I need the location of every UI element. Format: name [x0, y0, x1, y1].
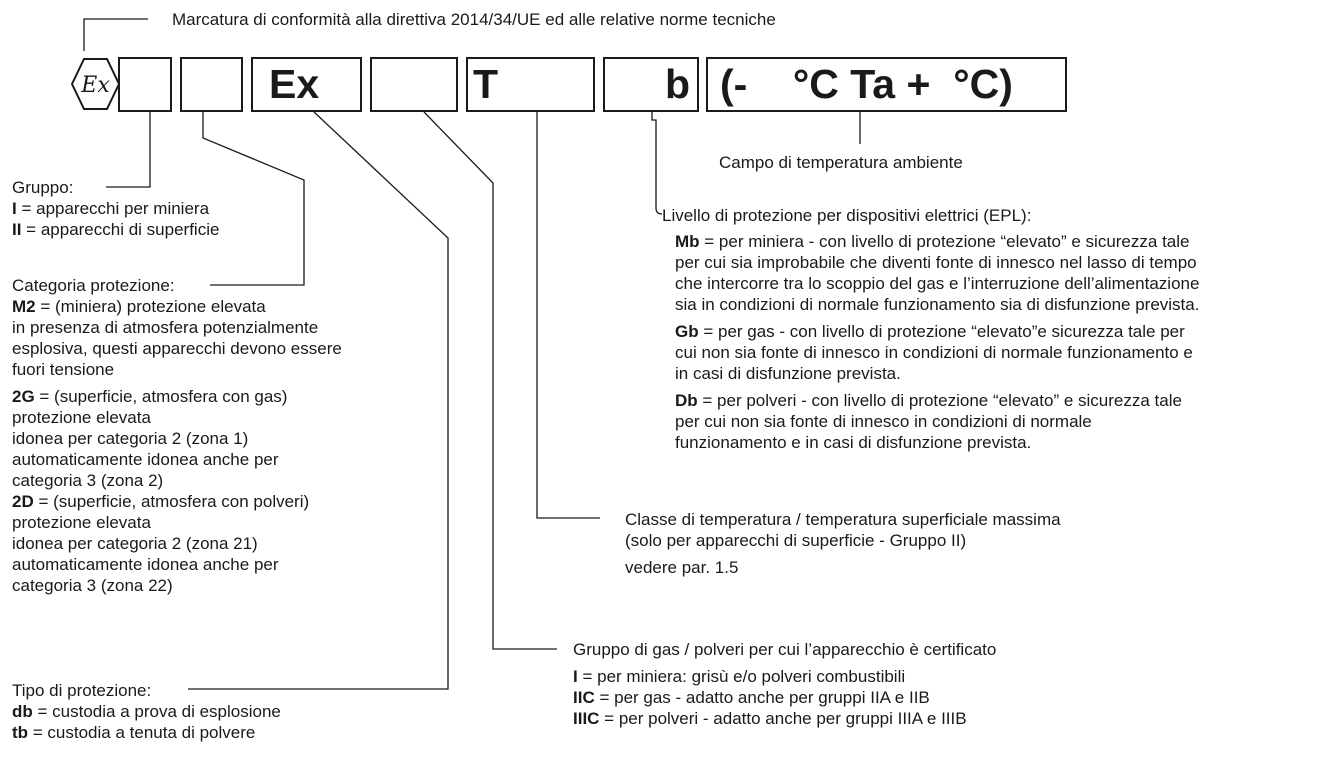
epl-line: funzionamento e in casi di disfunzione p…	[675, 433, 1032, 452]
marking-box-4	[370, 57, 458, 112]
epl-line: per cui non sia fonte di innesco in cond…	[675, 412, 1092, 431]
categoria-key: 2G	[12, 387, 35, 406]
categoria-line: esplosiva, questi apparecchi devono esse…	[12, 339, 342, 358]
categoria-text: = (superficie, atmosfera con gas)	[34, 387, 288, 406]
epl-line: per cui sia improbabile che diventi font…	[675, 253, 1197, 272]
gruppo-gas-key: IIC	[573, 688, 595, 707]
marking-box-t: T	[466, 57, 595, 112]
gruppo-text: = apparecchi per miniera	[16, 199, 210, 218]
marking-box-temp: (- °C Ta + °C)	[706, 57, 1067, 112]
categoria-text: = (miniera) protezione elevata	[35, 297, 266, 316]
categoria-line: categoria 3 (zona 22)	[12, 576, 173, 595]
classe-line: (solo per apparecchi di superficie - Gru…	[625, 531, 967, 550]
classe-ref: vedere par. 1.5	[625, 558, 739, 577]
epl-key: Mb	[675, 232, 700, 251]
categoria-line: categoria 3 (zona 2)	[12, 471, 164, 490]
epl-items: Mb = per miniera - con livello di protez…	[675, 231, 1199, 453]
categoria-text: = (superficie, atmosfera con polveri)	[33, 492, 310, 511]
categoria-line: protezione elevata	[12, 408, 151, 427]
tipo-heading: Tipo di protezione:	[12, 681, 152, 700]
gruppo-gas-block: Gruppo di gas / polveri per cui l’appare…	[573, 639, 996, 729]
marking-title: Marcatura di conformità alla direttiva 2…	[172, 10, 776, 29]
gruppo-key: I	[12, 199, 17, 218]
gruppo-gas-key: I	[573, 667, 578, 686]
temp-range-label: Campo di temperatura ambiente	[719, 153, 963, 172]
gruppo-gas-key: IIIC	[573, 709, 600, 728]
gruppo-block: Gruppo: I = apparecchi per miniera II = …	[12, 177, 219, 240]
epl-key: Gb	[675, 322, 699, 341]
categoria-line: idonea per categoria 2 (zona 21)	[12, 534, 258, 553]
epl-line: in casi di disfunzione prevista.	[675, 364, 901, 383]
epl-text: = per miniera - con livello di protezion…	[699, 232, 1190, 251]
tipo-text: = custodia a tenuta di polvere	[28, 723, 256, 742]
marking-box-b: b	[603, 57, 699, 112]
gruppo-text: = apparecchi di superficie	[21, 220, 220, 239]
epl-line: sia in condizioni di normale funzionamen…	[675, 295, 1200, 314]
tipo-key: tb	[12, 723, 29, 742]
categoria-line: idonea per categoria 2 (zona 1)	[12, 429, 249, 448]
epl-line: che intercorre tra lo scoppio del gas e …	[675, 274, 1200, 293]
epl-heading: Livello di protezione per dispositivi el…	[662, 206, 1032, 225]
classe-line: Classe di temperatura / temperatura supe…	[625, 510, 1061, 529]
categoria-line: fuori tensione	[12, 360, 115, 379]
epl-block: Livello di protezione per dispositivi el…	[662, 205, 1031, 226]
categoria-block: Categoria protezione: M2 = (miniera) pro…	[12, 275, 342, 596]
categoria-line: automaticamente idonea anche per	[12, 450, 279, 469]
marking-box-1	[118, 57, 172, 112]
categoria-heading: Categoria protezione:	[12, 276, 175, 295]
gruppo-gas-text: = per polveri - adatto anche per gruppi …	[599, 709, 967, 728]
epl-text: = per gas - con livello di protezione “e…	[698, 322, 1185, 341]
gruppo-gas-text: = per miniera: grisù e/o polveri combust…	[577, 667, 906, 686]
epl-text: = per polveri - con livello di protezion…	[697, 391, 1182, 410]
classe-block: Classe di temperatura / temperatura supe…	[625, 509, 1061, 578]
categoria-line: protezione elevata	[12, 513, 151, 532]
svg-text:Ex: Ex	[80, 73, 110, 98]
marking-box-2	[180, 57, 243, 112]
epl-line: cui non sia fonte di innesco in condizio…	[675, 343, 1193, 362]
marking-box-ex: Ex	[251, 57, 362, 112]
gruppo-gas-heading: Gruppo di gas / polveri per cui l’appare…	[573, 640, 997, 659]
gruppo-heading: Gruppo:	[12, 178, 74, 197]
categoria-key: M2	[12, 297, 36, 316]
epl-key: Db	[675, 391, 698, 410]
categoria-line: automaticamente idonea anche per	[12, 555, 279, 574]
categoria-line: in presenza di atmosfera potenzialmente	[12, 318, 319, 337]
tipo-text: = custodia a prova di esplosione	[32, 702, 281, 721]
gruppo-key: II	[12, 220, 22, 239]
gruppo-gas-text: = per gas - adatto anche per gruppi IIA …	[594, 688, 930, 707]
ex-symbol-icon: Ex	[70, 58, 121, 110]
tipo-key: db	[12, 702, 33, 721]
categoria-key: 2D	[12, 492, 34, 511]
tipo-block: Tipo di protezione: db = custodia a prov…	[12, 680, 281, 743]
